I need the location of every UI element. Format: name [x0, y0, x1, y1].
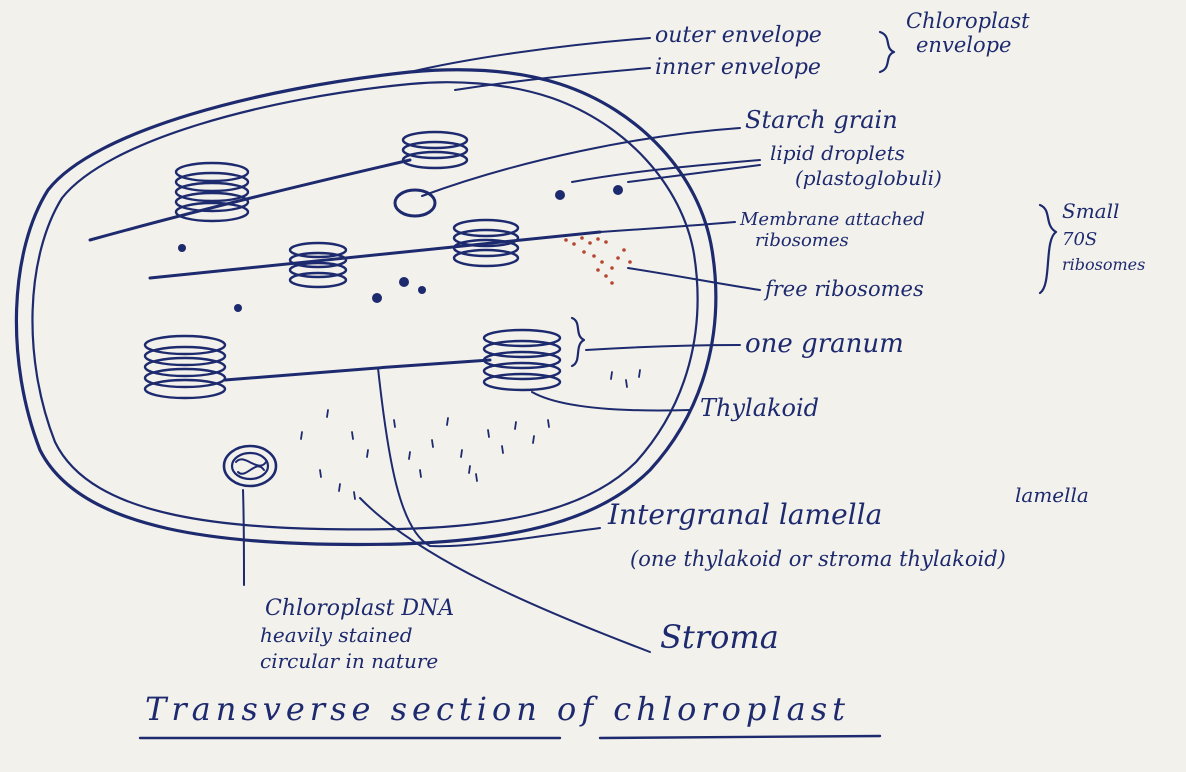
ribosome — [580, 236, 584, 240]
granum-bottom-left — [145, 336, 225, 398]
ribosome — [596, 237, 600, 241]
stroma-speck — [515, 422, 516, 429]
label-small-70s-3: ribosomes — [1062, 255, 1145, 274]
label-free-ribosomes: free ribosomes — [763, 277, 924, 301]
stroma-speck — [354, 492, 355, 499]
stroma-speck — [339, 484, 340, 491]
ribosome — [600, 260, 604, 264]
label-thylakoid: Thylakoid — [700, 394, 819, 422]
stroma-speck — [409, 452, 410, 459]
label-chloroplast-envelope-1: Chloroplast — [906, 9, 1030, 33]
stroma-speck — [502, 446, 503, 453]
stroma-speck — [548, 420, 549, 427]
ribosome — [622, 248, 626, 252]
stroma-speck — [611, 372, 612, 379]
ribosomes — [564, 236, 632, 285]
stroma-speck — [352, 432, 353, 439]
inner-envelope — [32, 82, 697, 529]
ribosome — [582, 250, 586, 254]
stroma-specks — [301, 370, 640, 499]
label-small-70s-2: 70S — [1062, 229, 1097, 250]
stroma-speck — [476, 474, 477, 481]
stroma-speck — [367, 450, 368, 457]
title-underline-2 — [600, 736, 880, 738]
label-lipid-droplets-1: lipid droplets — [770, 141, 905, 165]
label-starch-grain: Starch grain — [745, 106, 898, 134]
stroma-speck — [461, 450, 462, 457]
granum-middle-left — [290, 243, 346, 287]
granum-bottom-right — [484, 330, 560, 390]
label-small-70s-1: Small — [1062, 199, 1119, 223]
stroma-speck — [488, 430, 489, 437]
ribosome — [592, 254, 596, 258]
label-intergranal-lamella: Intergranal lamella — [607, 498, 882, 531]
ribosome — [616, 256, 620, 260]
stroma-speck — [327, 410, 328, 417]
ribosome — [604, 240, 608, 244]
diagram-title: Transverse section of chloroplast — [145, 690, 850, 728]
stroma-speck — [447, 418, 448, 425]
label-dna-1: Chloroplast DNA — [265, 596, 454, 621]
label-inner-envelope: inner envelope — [655, 55, 821, 80]
label-chloroplast-envelope-2: envelope — [916, 33, 1011, 57]
outer-envelope — [16, 70, 715, 545]
label-stroma-thylakoid: (one thylakoid or stroma thylakoid) — [630, 547, 1006, 571]
label-lamella: lamella — [1015, 483, 1089, 507]
label-outer-envelope: outer envelope — [655, 23, 822, 48]
granum-top-center — [403, 132, 467, 168]
ribosome — [610, 281, 614, 285]
stroma-speck — [320, 470, 321, 477]
ribosome — [572, 242, 576, 246]
label-one-granum: one granum — [745, 329, 904, 359]
ribosome — [604, 274, 608, 278]
braces — [572, 32, 1056, 366]
ribosome — [610, 266, 614, 270]
stroma-speck — [639, 370, 640, 377]
granum-top-left — [176, 163, 248, 221]
stroma-speck — [432, 440, 433, 447]
label-lipid-droplets-2: (plastoglobuli) — [795, 166, 942, 190]
label-dna-3: circular in nature — [260, 649, 438, 673]
stroma-speck — [469, 466, 470, 473]
stroma-speck — [626, 380, 627, 387]
chloroplast-dna — [224, 446, 276, 486]
stroma-speck — [420, 470, 421, 477]
label-stroma: Stroma — [660, 618, 779, 656]
stroma-speck — [301, 432, 302, 439]
stroma-speck — [533, 436, 534, 443]
label-membrane-ribosomes-2: ribosomes — [755, 230, 849, 251]
label-membrane-ribosomes-1: Membrane attached — [739, 209, 925, 230]
label-dna-2: heavily stained — [260, 623, 413, 647]
stroma-speck — [394, 420, 395, 427]
ribosome — [628, 260, 632, 264]
lipid-droplets — [178, 185, 623, 312]
ribosome — [596, 268, 600, 272]
ribosome — [588, 241, 592, 245]
ribosome — [564, 238, 568, 242]
